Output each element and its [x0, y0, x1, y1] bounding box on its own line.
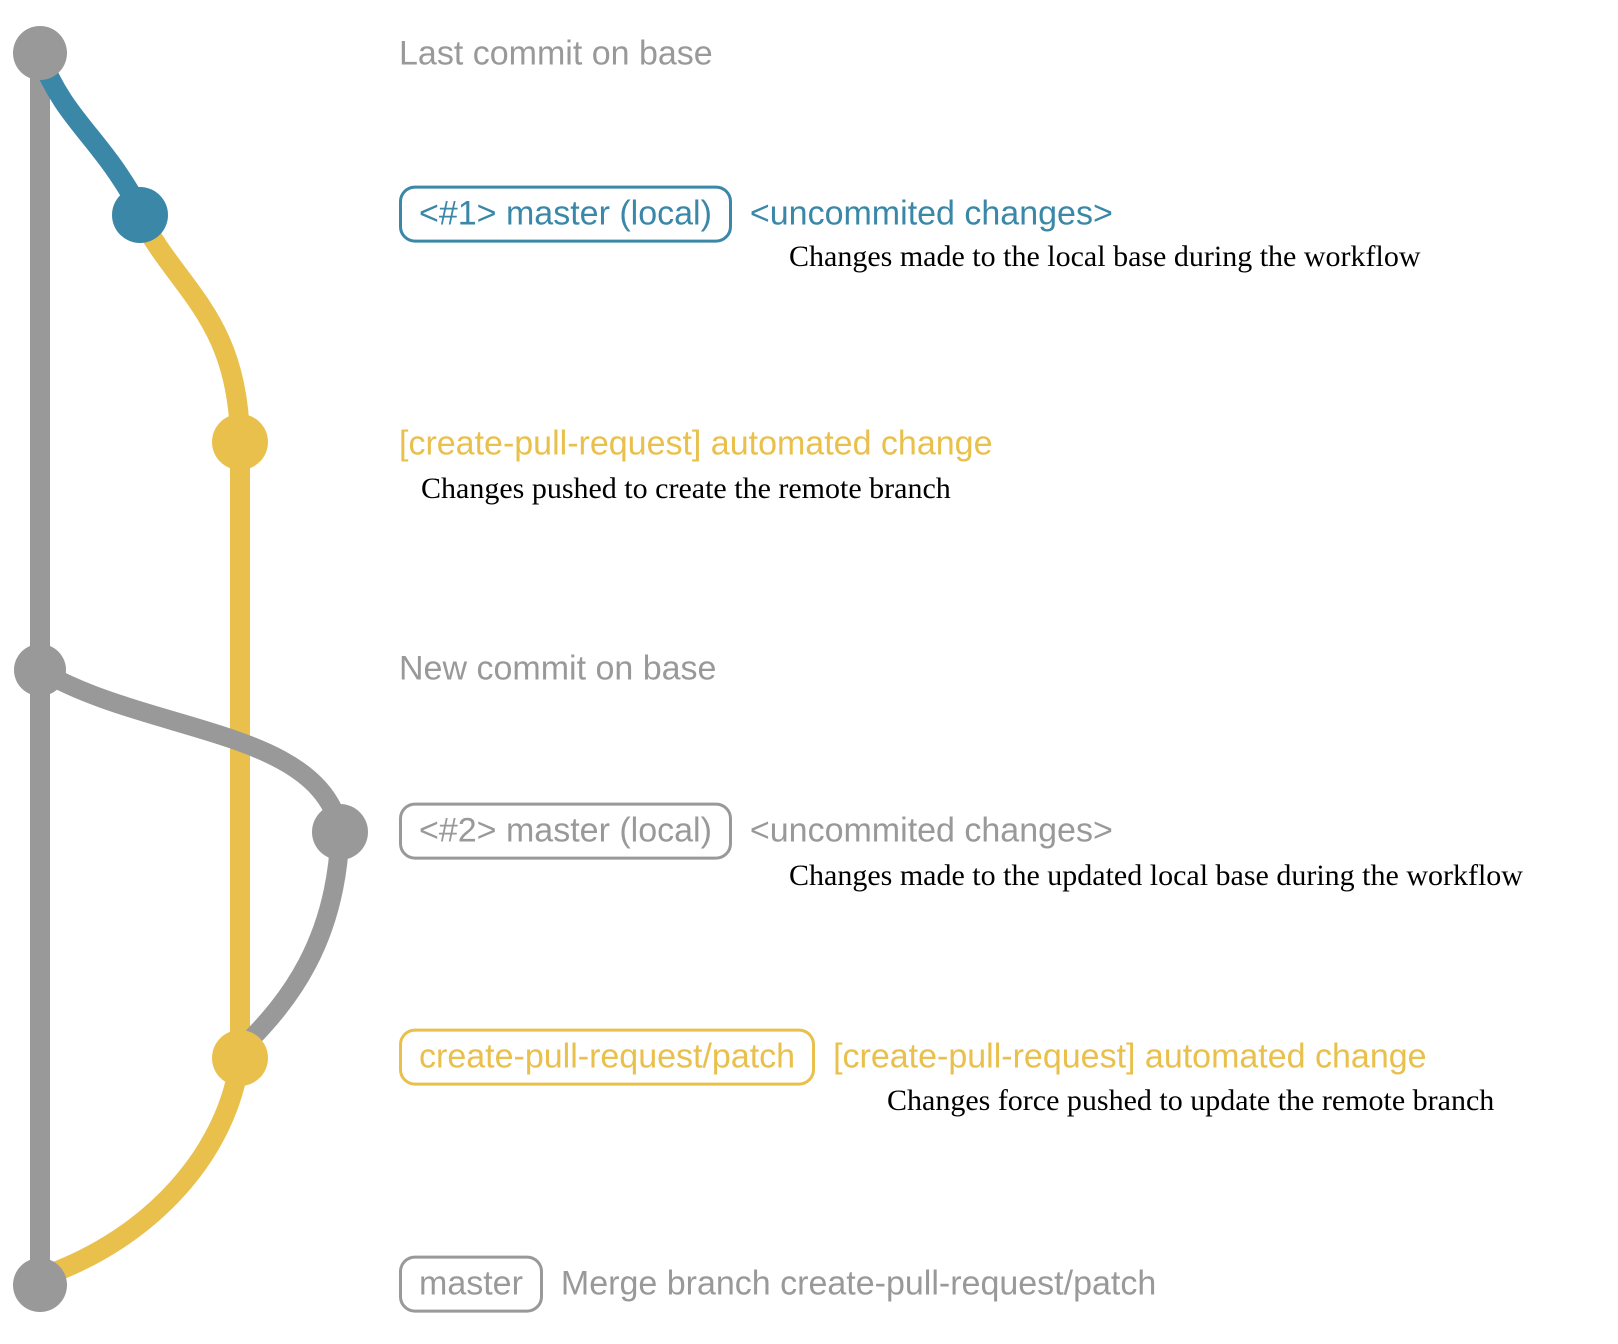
commit-message-uncommited-2: <uncommited changes>	[749, 811, 1113, 850]
branch-curve-patch-update	[236, 824, 350, 1054]
commit-row-master-local-2: <#2> master (local) <uncommited changes>	[399, 802, 1113, 860]
commit-description-uncommited-2: Changes made to the updated local base d…	[789, 859, 1523, 892]
branch-badge-master-local-2: <#2> master (local)	[399, 802, 732, 860]
commit-message-patch-created: [create-pull-request] automated change	[399, 424, 993, 463]
commit-dot-master-local-1	[112, 187, 168, 243]
commit-dot-merge	[13, 1258, 67, 1312]
commit-message-patch-updated: [create-pull-request] automated change	[833, 1037, 1427, 1076]
commit-graph	[13, 26, 368, 1312]
commit-message-uncommited-1: <uncommited changes>	[749, 194, 1113, 233]
branch-curve-merge-into-base	[34, 1048, 250, 1286]
commit-label-new-base: New commit on base	[399, 649, 717, 688]
commit-description-uncommited-1: Changes made to the local base during th…	[789, 240, 1421, 273]
commit-description-patch-created: Changes pushed to create the remote bran…	[421, 472, 951, 505]
branch-badge-master: master	[399, 1255, 543, 1313]
commit-dot-last-base	[13, 26, 67, 80]
commit-dot-patch-updated	[212, 1030, 268, 1086]
commit-row-master-local-1: <#1> master (local) <uncommited changes>	[399, 185, 1113, 243]
branch-badge-master-local-1: <#1> master (local)	[399, 185, 732, 243]
commit-dot-patch-created	[212, 414, 268, 470]
commit-row-patch-updated: create-pull-request/patch [create-pull-r…	[399, 1028, 1427, 1086]
commit-label-last-base: Last commit on base	[399, 34, 713, 73]
commit-description-patch-updated: Changes force pushed to update the remot…	[887, 1084, 1495, 1117]
commit-message-merge: Merge branch create-pull-request/patch	[560, 1264, 1157, 1303]
commit-row-merge: master Merge branch create-pull-request/…	[399, 1255, 1157, 1313]
branch-curve-master-local-2	[30, 660, 350, 840]
branch-curve-master-local-1	[30, 46, 148, 216]
branch-curve-patch-create	[131, 208, 250, 450]
branch-badge-patch: create-pull-request/patch	[399, 1028, 816, 1086]
commit-dot-new-base	[14, 644, 66, 696]
commit-dot-master-local-2	[312, 804, 368, 860]
